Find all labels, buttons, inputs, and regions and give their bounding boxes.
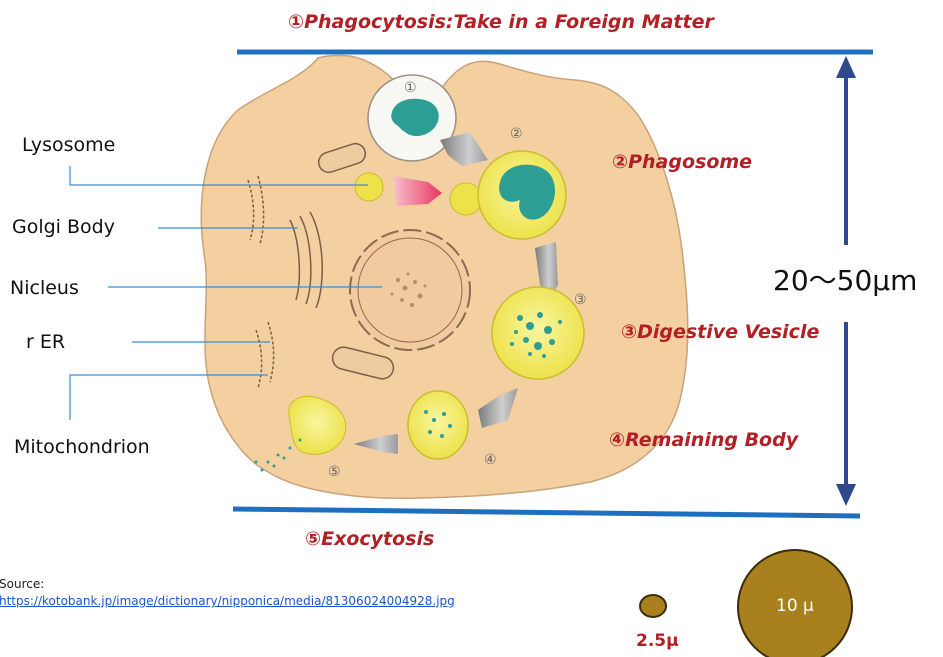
phagocytosis-title: ①Phagocytosis:Take in a Foreign Matter (288, 11, 714, 33)
lysosome-label: Lysosome (22, 134, 116, 156)
exocytosis-title: ⑤Exocytosis (305, 528, 435, 550)
bottom-boundary-line (232, 506, 861, 519)
nucleus-inner (357, 237, 463, 343)
marker-4: ④ (484, 452, 497, 468)
transition-arrow-4 (354, 434, 398, 454)
rer-label: r ER (26, 331, 66, 353)
marker-1: ① (404, 80, 417, 96)
golgi-body-label: Golgi Body (12, 216, 115, 238)
transition-arrow-3 (478, 388, 518, 428)
residual-particles (424, 410, 452, 438)
lysosome-leader (69, 166, 368, 186)
released-particles (254, 438, 302, 472)
source-link[interactable]: https://kotobank.jp/image/dictionary/nip… (0, 594, 455, 608)
marker-5: ⑤ (328, 464, 341, 480)
digestive-vesicle-title: ③Digestive Vesicle (621, 321, 820, 343)
remaining-body (407, 390, 469, 460)
scale-large-label: 10 μ (776, 596, 814, 616)
mitochondrion-label: Mitochondrion (14, 436, 150, 458)
digested-particles (510, 312, 562, 358)
transition-arrow-1 (440, 132, 488, 166)
marker-2: ② (510, 126, 523, 142)
nucleus-body (349, 229, 471, 351)
foreign-matter-2 (499, 164, 555, 220)
phagosome-small (449, 182, 483, 216)
foreign-matter-1 (391, 98, 439, 137)
cell-size-label: 20～50μm (773, 264, 918, 297)
exocytosis-vesicle (288, 395, 347, 455)
phagosome-title: ②Phagosome (612, 151, 753, 173)
mitochondria (317, 142, 395, 380)
transition-arrow-2 (535, 242, 558, 298)
source-label: Source: (0, 577, 45, 591)
digestive-vesicle (491, 286, 585, 380)
remaining-body-title: ④Remaining Body (609, 429, 799, 451)
fusion-arrow (393, 176, 442, 206)
chromatin (390, 272, 427, 307)
lysosome-body (354, 172, 384, 202)
mitochondrion-leader (69, 374, 268, 420)
measure-arrows (836, 56, 856, 506)
marker-3: ③ (574, 292, 587, 308)
scale-circle-small (639, 594, 667, 618)
scale-circle-large (737, 549, 853, 657)
golgi-stack (289, 211, 323, 309)
nucleus-label: Nicleus (10, 277, 79, 299)
scale-small-label: 2.5μ (636, 631, 679, 651)
